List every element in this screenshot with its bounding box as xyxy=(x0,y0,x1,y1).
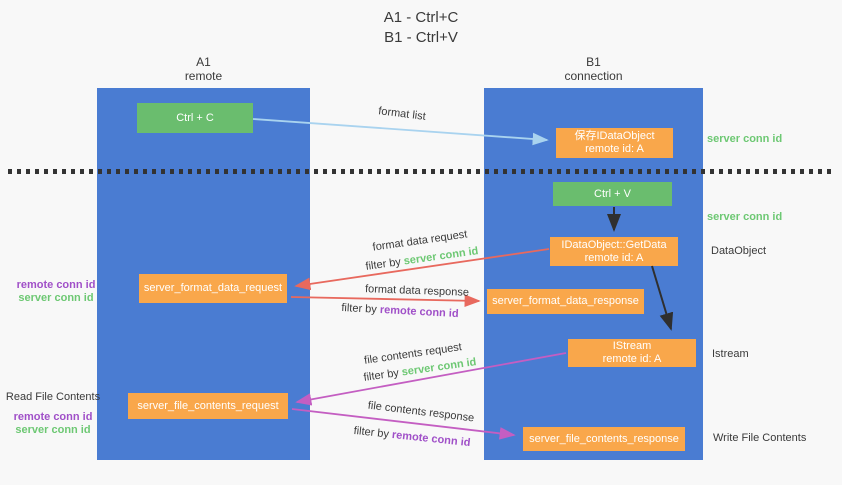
remote-conn-id-text: remote conn id xyxy=(391,428,471,450)
save-dataobject-line1: 保存IDataObject xyxy=(574,130,655,142)
filter-by-text: filter by xyxy=(362,366,403,384)
ctrl-v-label: Ctrl + V xyxy=(594,187,631,200)
ctrl-c-node: Ctrl + C xyxy=(137,103,253,133)
istream-right-label: Istream xyxy=(712,348,749,360)
ctrl-v-node: Ctrl + V xyxy=(553,182,672,206)
istream-line2: remote id: A xyxy=(602,353,662,365)
column-b-id: B1 xyxy=(586,55,601,69)
write-file-contents-label: Write File Contents xyxy=(713,432,807,444)
read-file-contents-label: Read File Contents xyxy=(5,391,101,403)
column-a-name: remote xyxy=(184,69,223,83)
remote-conn-id-left-1: remote conn id xyxy=(16,279,96,291)
file-response-filter-label: filter by remote conn id xyxy=(353,425,471,449)
server-conn-id-right-mid-label: server conn id xyxy=(707,211,783,223)
server-conn-id-text: server conn id xyxy=(402,245,480,268)
save-dataobject-line2: remote id: A xyxy=(585,143,644,155)
filter-by-text: filter by xyxy=(364,255,405,273)
file-request-label: server_file_contents_request xyxy=(137,399,279,412)
diagram-title: A1 - Ctrl+C B1 - Ctrl+V xyxy=(0,8,842,48)
save-dataobject-node: 保存IDataObject remote id: A xyxy=(556,128,673,158)
format-request-label: server_format_data_request xyxy=(143,282,283,294)
idataobject-getdata-node: IDataObject::GetData remote id: A xyxy=(550,237,678,266)
file-contents-response-label: file contents response xyxy=(367,399,475,425)
column-b-header: B1 connection xyxy=(484,55,703,83)
column-a-id: A1 xyxy=(196,55,211,69)
format-response-filter-label: filter by remote conn id xyxy=(341,302,459,320)
ctrl-c-label: Ctrl + C xyxy=(176,111,214,124)
title-line-1: A1 - Ctrl+C xyxy=(383,9,459,26)
server-file-contents-response-node: server_file_contents_response xyxy=(523,427,685,451)
server-format-data-request-node: server_format_data_request xyxy=(139,274,287,303)
getdata-line2: remote id: A xyxy=(584,251,644,264)
filter-by-text: filter by xyxy=(341,301,381,316)
format-list-label: format list xyxy=(377,105,427,123)
left-conn-id-group-2: Read File Contents remote conn id server… xyxy=(0,391,106,437)
column-b-name: connection xyxy=(564,69,623,83)
server-conn-id-left-1: server conn id xyxy=(18,292,94,304)
filter-by-text: filter by xyxy=(353,424,393,441)
istream-line1: IStream xyxy=(612,340,652,352)
server-conn-id-right-top-label: server conn id xyxy=(707,133,783,145)
getdata-line1: IDataObject::GetData xyxy=(561,238,667,251)
left-conn-id-group-1: remote conn id server conn id xyxy=(6,279,106,305)
section-divider-dotted-line xyxy=(8,169,834,174)
remote-conn-id-left-2: remote conn id xyxy=(13,411,93,423)
server-format-data-response-node: server_format_data_response xyxy=(487,289,644,314)
format-data-response-label: format data response xyxy=(364,283,470,299)
column-a-header: A1 remote xyxy=(97,55,310,83)
dataobject-label: DataObject xyxy=(711,245,767,257)
server-file-contents-request-node: server_file_contents_request xyxy=(128,393,288,419)
format-response-label: server_format_data_response xyxy=(492,295,639,307)
file-response-label: server_file_contents_response xyxy=(529,432,679,445)
title-line-2: B1 - Ctrl+V xyxy=(384,29,458,46)
istream-node: IStream remote id: A xyxy=(568,339,696,367)
remote-conn-id-text: remote conn id xyxy=(379,303,459,321)
server-conn-id-left-2: server conn id xyxy=(15,424,91,436)
